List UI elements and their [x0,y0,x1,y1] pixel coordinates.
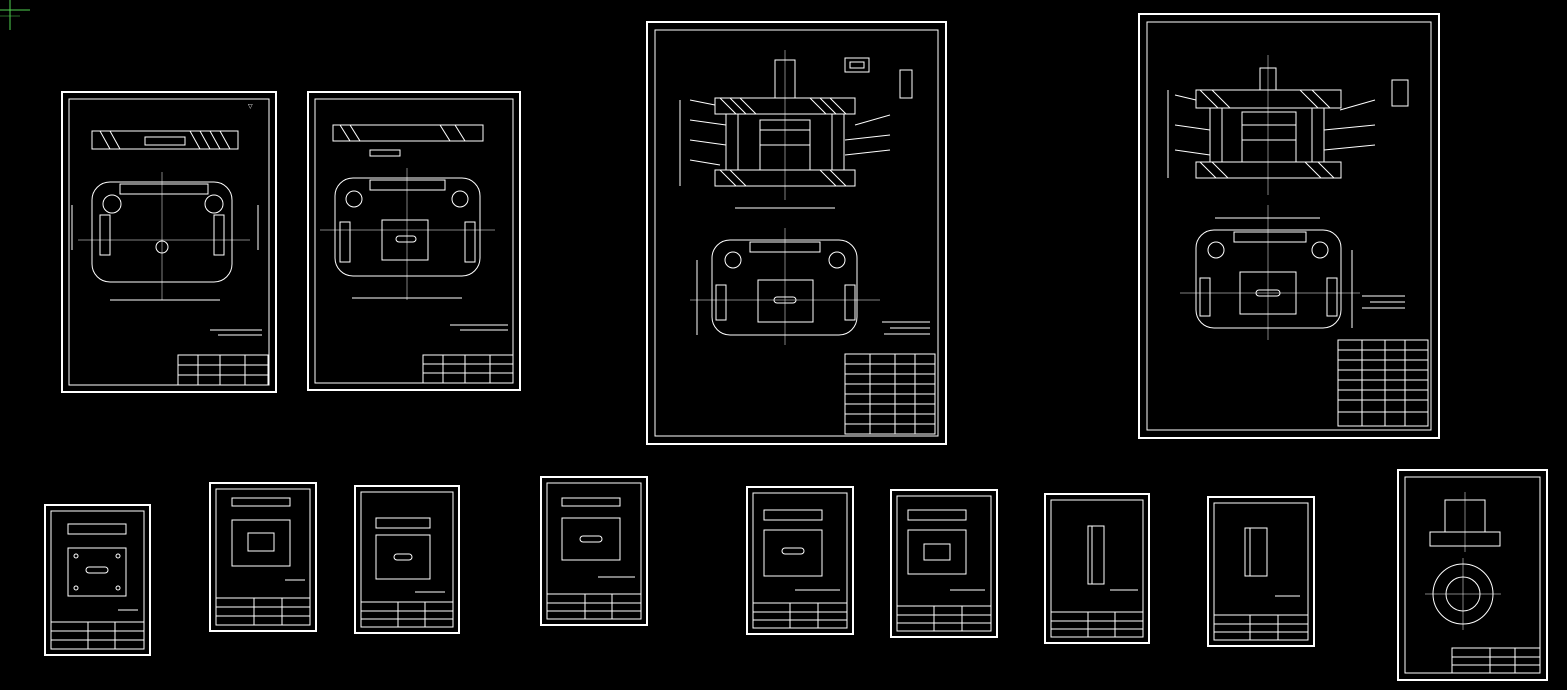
crosshair-icon [0,0,30,30]
sheet-small-1[interactable] [44,504,151,656]
sheet-assembly-1[interactable] [646,21,947,445]
svg-text:▽: ▽ [248,103,253,110]
sheet-small-8[interactable] [1207,496,1315,647]
sheet-small-2[interactable] [209,482,317,632]
sheet-small-7[interactable] [1044,493,1150,644]
sheet-plate-2[interactable] [307,91,521,391]
sheet-assembly-2[interactable] [1138,13,1440,439]
sheet-small-6[interactable] [890,489,998,638]
sheet-small-5[interactable] [746,486,854,635]
sheet-plate-1[interactable]: ▽ [61,91,277,393]
sheet-small-9[interactable] [1397,469,1548,681]
sheet-small-3[interactable] [354,485,460,634]
sheet-small-4[interactable] [540,476,648,626]
